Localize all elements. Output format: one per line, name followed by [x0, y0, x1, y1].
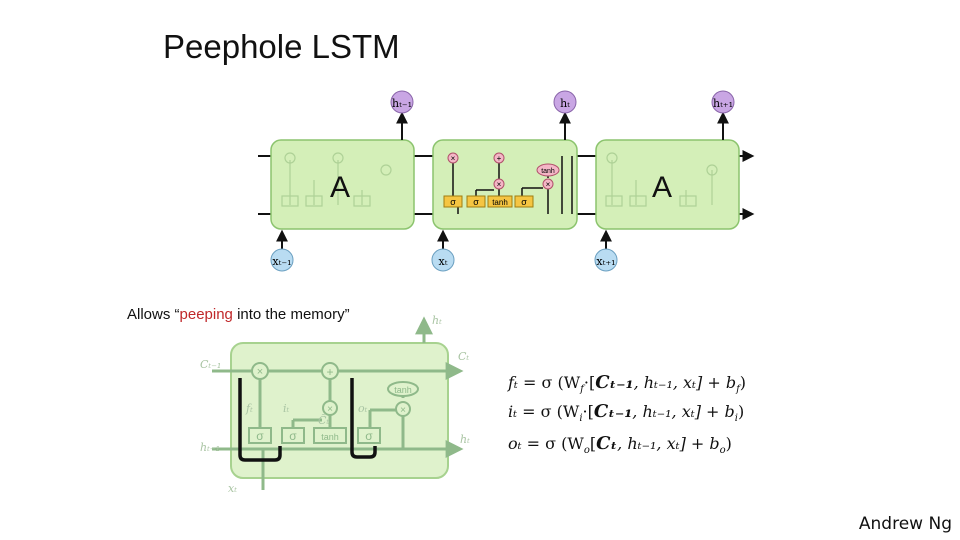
bottom-input-multiply-icon: ×: [327, 404, 333, 415]
output-h-curr: hₜ: [560, 97, 570, 110]
caption-highlight: peeping: [179, 306, 233, 323]
label-output: oₜ: [358, 402, 368, 415]
bottom-output-gate: σ: [365, 429, 373, 443]
slide-title: Peephole LSTM: [163, 28, 400, 65]
equation-output: oₜ = σ (Wo[Cₜ, hₜ₋₁, xₜ] + bo): [508, 433, 732, 456]
center-lstm-cell: × + × tanh × σ σ tanh σ: [432, 139, 578, 230]
bottom-input-gate: σ: [289, 429, 297, 443]
caption-after: into the memory”: [232, 306, 350, 323]
output-h-prev: hₜ₋₁: [392, 97, 412, 110]
caption-before: Allows “: [127, 306, 180, 323]
input-x-curr: xₜ: [439, 255, 448, 268]
output-gate: σ: [521, 197, 527, 207]
bottom-forget-gate: σ: [256, 429, 264, 443]
right-cell-label: A: [652, 171, 672, 204]
label-c-curr: Cₜ: [458, 350, 469, 363]
tanh-op: tanh: [541, 168, 555, 175]
label-input: iₜ: [283, 402, 290, 415]
label-h-output: hₜ: [432, 314, 442, 327]
input-x-next: xₜ₊₁: [596, 255, 615, 268]
add-icon: +: [497, 154, 502, 163]
left-lstm-cell: A: [270, 139, 415, 230]
bottom-add-icon: +: [326, 365, 333, 379]
output-multiply-icon: ×: [546, 180, 551, 189]
bottom-forget-multiply-icon: ×: [257, 366, 263, 378]
input-multiply-icon: ×: [497, 180, 502, 189]
bottom-candidate-gate: tanh: [321, 432, 339, 442]
forget-gate: σ: [450, 197, 456, 207]
gate-row: σ σ tanh σ: [443, 195, 534, 208]
author-credit: Andrew Ng: [858, 514, 952, 534]
forget-multiply-icon: ×: [451, 154, 456, 163]
label-candidate: C̃ₜ: [318, 414, 329, 427]
right-lstm-cell: A: [595, 139, 740, 230]
output-nodes: hₜ₋₁ hₜ hₜ₊₁: [390, 90, 735, 114]
output-h-next: hₜ₊₁: [713, 97, 733, 110]
label-forget: fₜ: [245, 402, 253, 415]
label-h-prev: hₜ₋₁: [200, 441, 220, 454]
label-x-input: xₜ: [228, 482, 237, 495]
equation-forget: fₜ = σ (Wf·[Cₜ₋₁, hₜ₋₁, xₜ] + bf): [507, 372, 746, 395]
candidate-gate: tanh: [492, 198, 508, 207]
bottom-lstm-cell: × + × tanh × σ σ tanh σ Cₜ₋₁ Cₜ hₜ₋₁ hₜ …: [200, 314, 470, 495]
input-nodes: xₜ₋₁ xₜ xₜ₊₁: [270, 248, 618, 272]
label-c-prev: Cₜ₋₁: [200, 358, 221, 371]
bottom-tanh-op: tanh: [394, 385, 412, 395]
label-h-curr: hₜ: [460, 433, 470, 446]
input-gate: σ: [473, 197, 479, 207]
equation-input: iₜ = σ (Wi·[Cₜ₋₁, hₜ₋₁, xₜ] + bi): [508, 401, 744, 424]
peephole-caption: Allows “peeping into the memory”: [127, 306, 350, 323]
bottom-output-multiply-icon: ×: [400, 405, 406, 416]
left-cell-label: A: [330, 171, 350, 204]
equations: fₜ = σ (Wf·[Cₜ₋₁, hₜ₋₁, xₜ] + bf) iₜ = σ…: [507, 372, 746, 456]
input-x-prev: xₜ₋₁: [272, 255, 291, 268]
